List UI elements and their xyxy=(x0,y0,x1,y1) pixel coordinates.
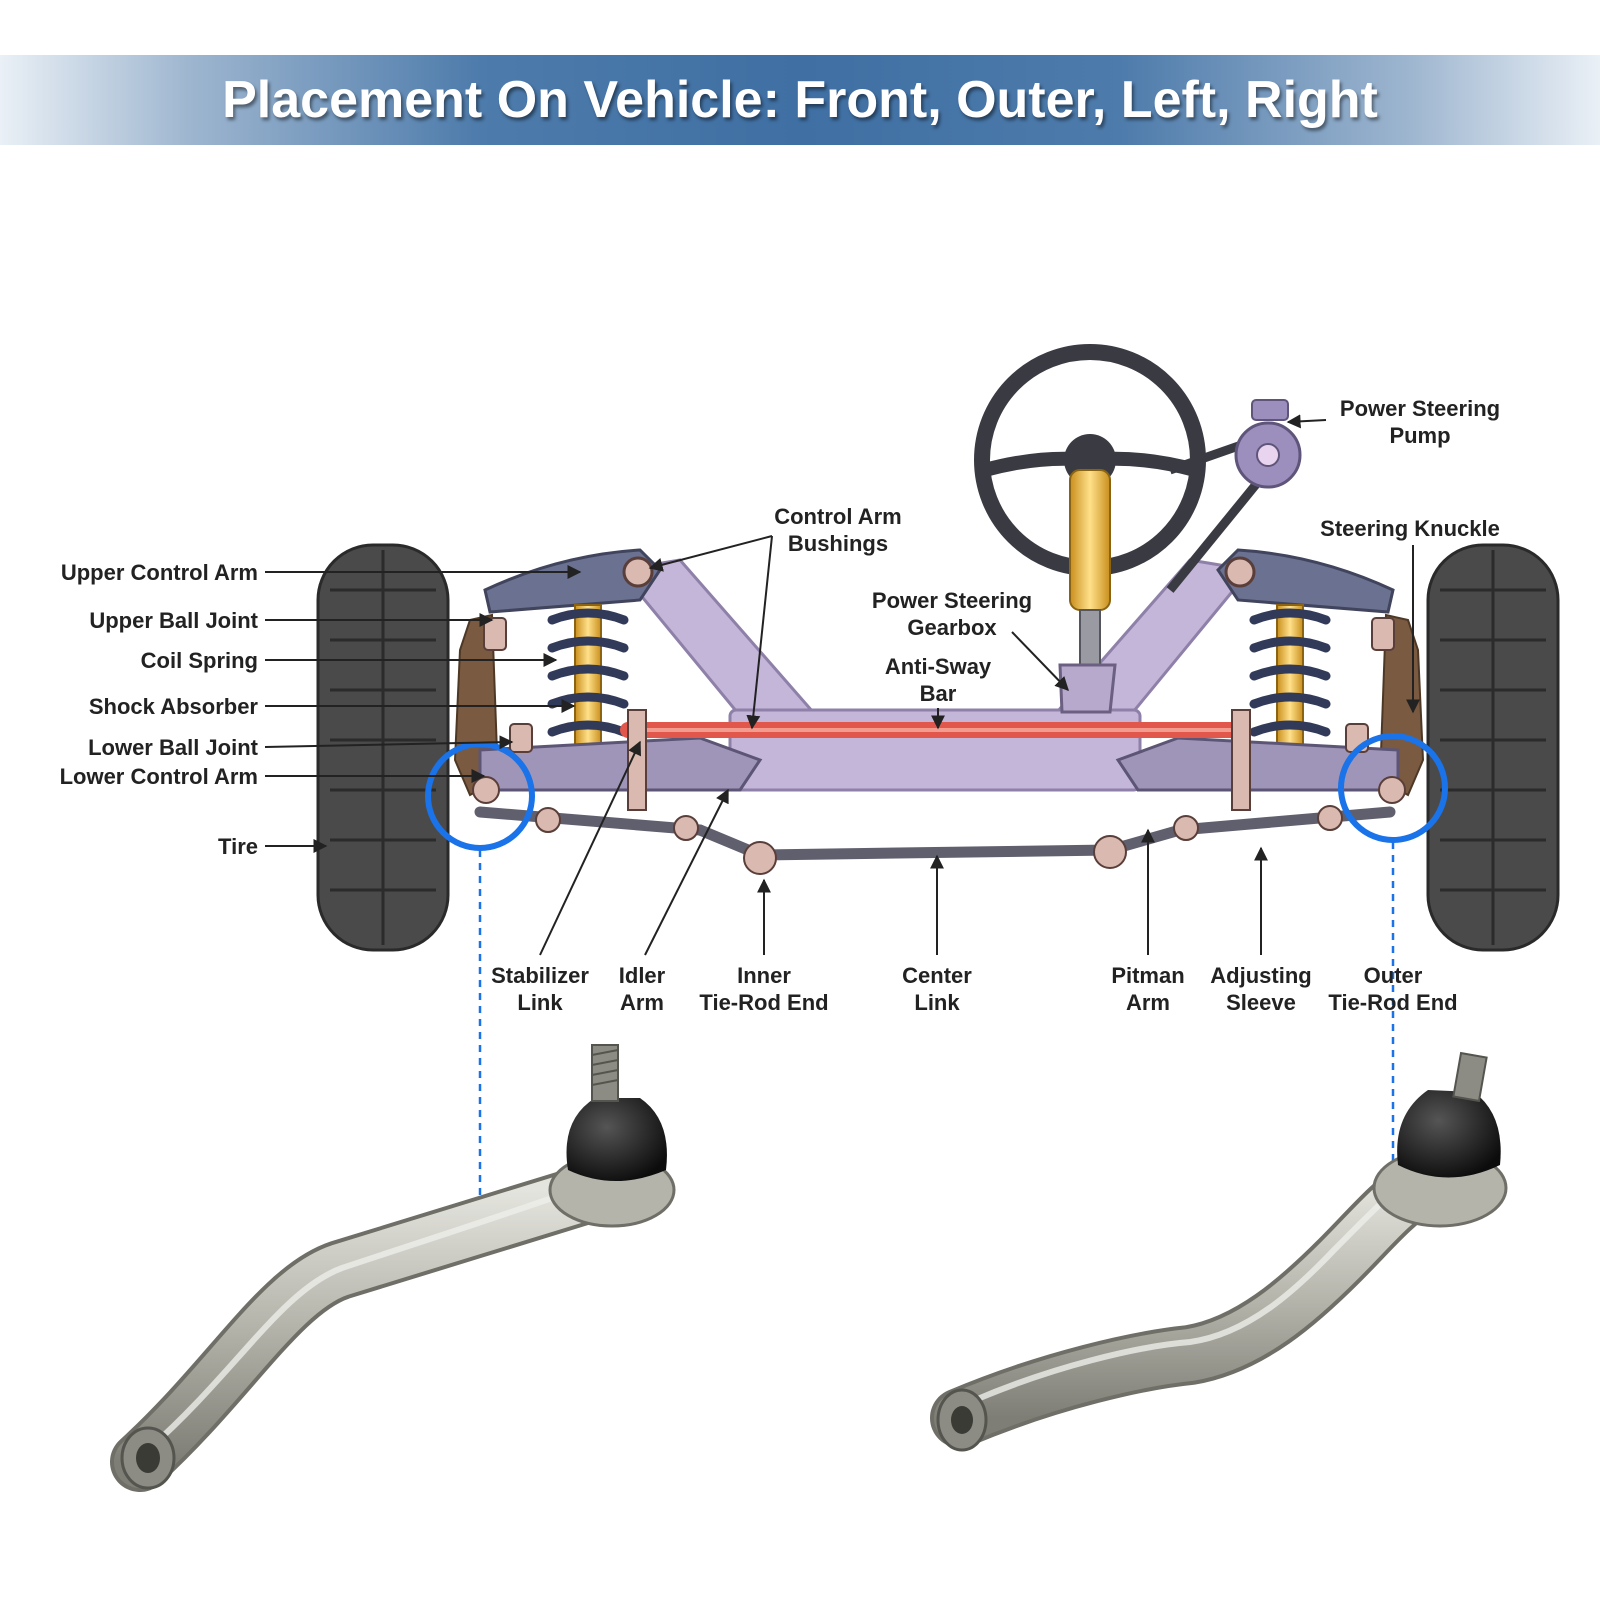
label-adjusting-sleeve-line1: Adjusting xyxy=(1210,963,1311,988)
label-lower-ball-joint: Lower Ball Joint xyxy=(88,735,259,760)
power-steering-pump xyxy=(1234,399,1302,489)
label-lower-control-arm: Lower Control Arm xyxy=(60,764,258,789)
right-control-arm-bushing xyxy=(1224,556,1256,588)
label-coil-spring: Coil Spring xyxy=(141,648,258,673)
label-power-steering-pump-line1: Power Steering xyxy=(1340,396,1500,421)
leader-lines xyxy=(264,414,1420,956)
label-outer-tie-rod-end-line1: Outer xyxy=(1364,963,1423,988)
label-power-steering-gearbox-line2: Gearbox xyxy=(907,615,997,640)
label-upper-control-arm: Upper Control Arm xyxy=(61,560,258,585)
left-outer-tie-rod-highlight xyxy=(425,741,535,851)
right-upper-control-arm xyxy=(1216,548,1395,614)
label-center-link-line2: Link xyxy=(914,990,960,1015)
right-tire xyxy=(1426,543,1560,952)
label-idler-arm-line1: Idler xyxy=(619,963,666,988)
tie-rod-joints xyxy=(472,776,1406,875)
label-adjusting-sleeve-line2: Sleeve xyxy=(1226,990,1296,1015)
left-tire xyxy=(316,543,450,952)
right-coil-spring xyxy=(1249,608,1331,737)
label-inner-tie-rod-end-line2: Tie-Rod End xyxy=(699,990,828,1015)
stabilizer-links xyxy=(627,709,1251,811)
power-steering-gearbox xyxy=(1058,663,1117,714)
steering-column xyxy=(1069,469,1111,611)
title-banner: Placement On Vehicle: Front, Outer, Left… xyxy=(0,55,1600,145)
label-anti-sway-bar-line2: Bar xyxy=(920,681,957,706)
label-center-link-line1: Center xyxy=(902,963,972,988)
right-tie-rod-end-product xyxy=(930,1051,1508,1452)
label-outer-tie-rod-end-line2: Tie-Rod End xyxy=(1328,990,1457,1015)
label-tire: Tire xyxy=(218,834,258,859)
left-lower-ball-joint xyxy=(509,723,533,753)
left-tie-rod-end-product xyxy=(110,1044,676,1492)
right-upper-ball-joint xyxy=(1371,617,1395,651)
label-idler-arm-line2: Arm xyxy=(620,990,664,1015)
label-pitman-arm-line2: Arm xyxy=(1126,990,1170,1015)
label-inner-tie-rod-end-line1: Inner xyxy=(737,963,791,988)
label-stabilizer-link-line2: Link xyxy=(517,990,563,1015)
steering-linkage xyxy=(474,806,1396,861)
label-control-arm-bushings-line2: Bushings xyxy=(788,531,888,556)
label-stabilizer-link-line1: Stabilizer xyxy=(491,963,589,988)
left-control-arm-bushing xyxy=(622,556,654,588)
left-coil-spring xyxy=(547,608,629,737)
label-power-steering-pump-line2: Pump xyxy=(1389,423,1450,448)
part-labels: Upper Control Arm Upper Ball Joint Coil … xyxy=(60,396,1501,1015)
page-title: Placement On Vehicle: Front, Outer, Left… xyxy=(222,71,1378,129)
right-outer-tie-rod-highlight xyxy=(1338,733,1448,843)
label-pitman-arm-line1: Pitman xyxy=(1111,963,1184,988)
label-shock-absorber: Shock Absorber xyxy=(89,694,259,719)
left-upper-ball-joint xyxy=(483,617,507,651)
label-anti-sway-bar-line1: Anti-Sway xyxy=(885,654,992,679)
label-control-arm-bushings-line1: Control Arm xyxy=(774,504,902,529)
label-power-steering-gearbox-line1: Power Steering xyxy=(872,588,1032,613)
label-steering-knuckle: Steering Knuckle xyxy=(1320,516,1500,541)
label-upper-ball-joint: Upper Ball Joint xyxy=(89,608,258,633)
